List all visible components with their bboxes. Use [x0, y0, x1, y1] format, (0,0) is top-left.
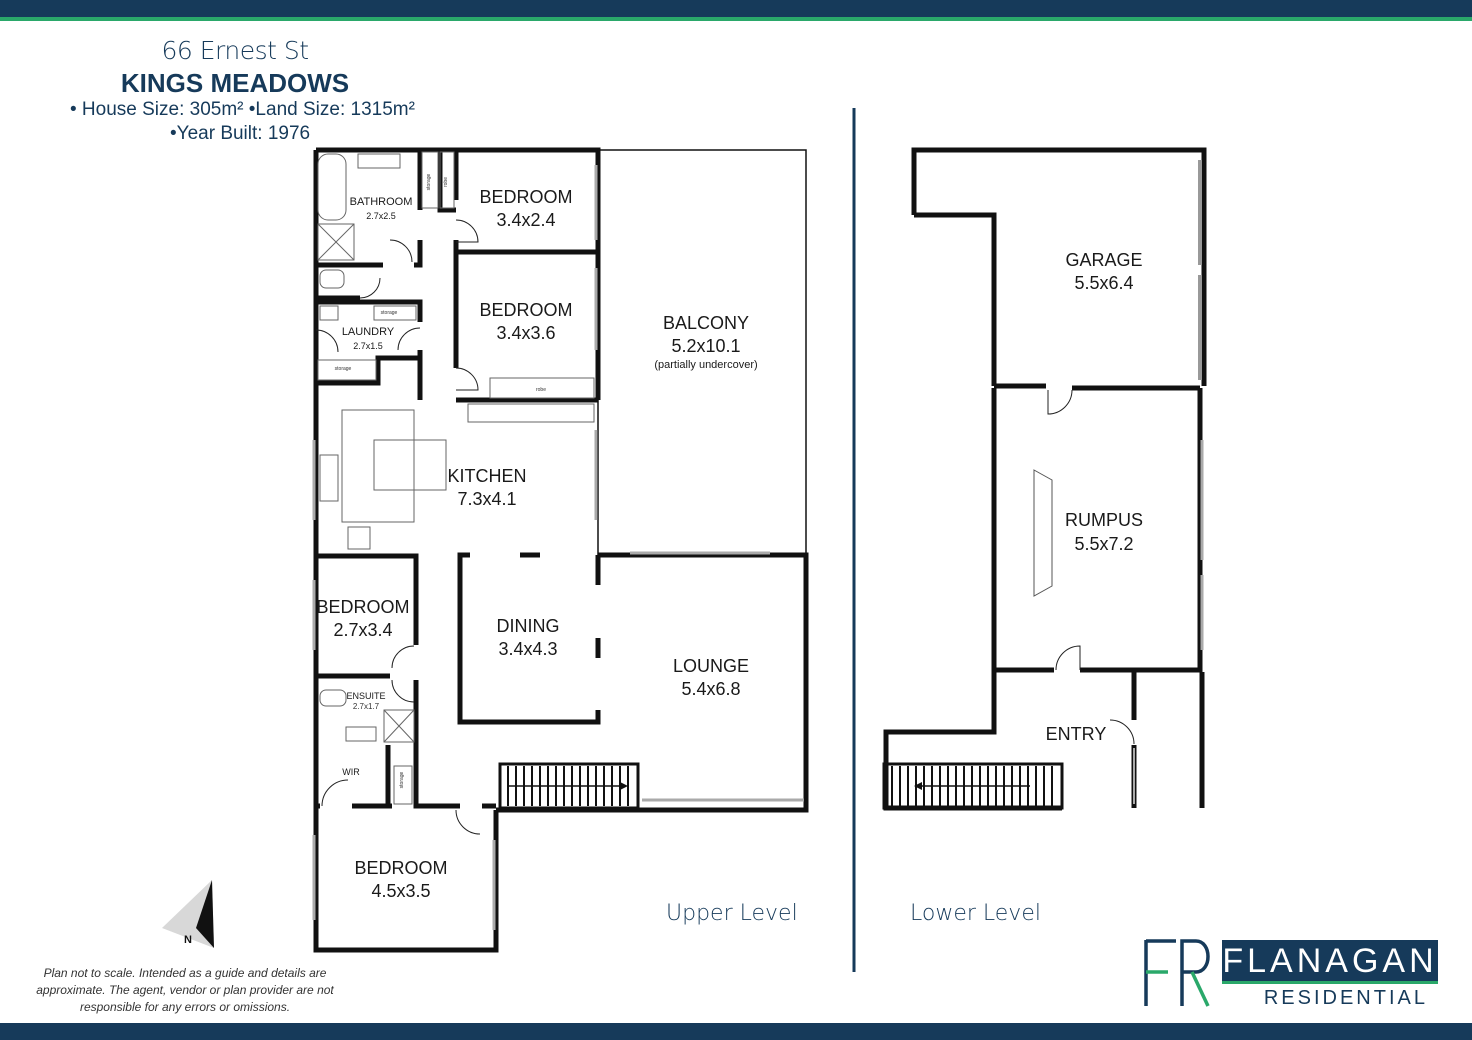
upper-level-doors: [315, 219, 481, 835]
sink-icon: [319, 454, 339, 502]
cooktop-icon: [347, 526, 371, 550]
vanity-icon: [357, 153, 401, 169]
lower-storage-label: storage: [335, 366, 352, 372]
upper-level-labels: BEDROOM 3.4x2.4 BEDROOM 3.4x3.6 BALCONY …: [316, 173, 797, 926]
lower-level-walls: [883, 147, 1207, 811]
logo-company-sub: RESIDENTIAL: [1263, 987, 1428, 1009]
room-name-lounge: LOUNGE: [673, 656, 749, 676]
ensuite-shower-icon: [383, 709, 415, 743]
room-name-laundry: LAUNDRY: [342, 326, 395, 338]
room-size-garage: 5.5x6.4: [1074, 273, 1133, 293]
top-accent-line: [0, 17, 1472, 21]
logo-name-box: [1222, 940, 1438, 982]
room-name-balcony: BALCONY: [663, 313, 749, 333]
room-name-bedroom-4: BEDROOM: [354, 858, 447, 878]
upper-level-fixtures: [312, 151, 804, 930]
lower-stairs: [882, 762, 1064, 810]
balcony-note: (partially undercover): [654, 359, 757, 371]
room-name-entry: ENTRY: [1046, 724, 1107, 744]
room-size-bedroom-4: 4.5x3.5: [371, 881, 430, 901]
bedroom-robe-label: robe: [536, 387, 546, 393]
room-size-lounge: 5.4x6.8: [681, 679, 740, 699]
laundry-storage-label: storage: [381, 310, 398, 316]
disclaimer-text: Plan not to scale. Intended as a guide a…: [36, 966, 334, 1014]
room-name-garage: GARAGE: [1065, 250, 1142, 270]
property-stats: • House Size: 305m² •Land Size: 1315m²: [70, 99, 415, 120]
fr-monogram-logo: [1144, 939, 1210, 1007]
fireplace-icon: [1033, 469, 1053, 597]
room-size-laundry: 2.7x1.5: [353, 341, 383, 351]
room-size-bathroom: 2.7x2.5: [366, 211, 396, 221]
room-name-kitchen: KITCHEN: [447, 466, 526, 486]
room-size-ensuite: 2.7x1.7: [353, 702, 380, 711]
logo-accent-line: [1222, 981, 1438, 984]
room-size-kitchen: 7.3x4.1: [457, 489, 516, 509]
upper-level-label: Upper Level: [666, 901, 798, 926]
room-size-dining: 3.4x4.3: [498, 639, 557, 659]
room-name-wir: WIR: [342, 767, 360, 777]
laundry-tub-icon: [319, 305, 339, 321]
north-label: N: [184, 934, 192, 946]
room-name-bedroom-1: BEDROOM: [479, 187, 572, 207]
stair-arrow-icon: [620, 782, 628, 790]
room-name-ensuite: ENSUITE: [346, 691, 385, 701]
room-name-bedroom-2: BEDROOM: [479, 300, 572, 320]
property-year-built: •Year Built: 1976: [170, 123, 311, 144]
room-size-balcony: 5.2x10.1: [671, 336, 740, 356]
upper-stairs: [498, 762, 640, 810]
property-suburb: KINGS MEADOWS: [120, 68, 350, 98]
bathtub-icon: [317, 153, 347, 221]
bottom-brand-bar: [0, 1023, 1472, 1040]
property-address: 66 Ernest St: [161, 36, 309, 65]
upper-level-walls: [313, 147, 809, 953]
room-name-bathroom: BATHROOM: [350, 196, 413, 208]
room-name-dining: DINING: [497, 616, 560, 636]
room-size-bedroom-1: 3.4x2.4: [496, 210, 555, 230]
north-compass: N: [162, 880, 214, 948]
room-size-rumpus: 5.5x7.2: [1074, 534, 1133, 554]
room-name-bedroom-3: BEDROOM: [316, 597, 409, 617]
top-brand-bar: [0, 0, 1472, 17]
ensuite-toilet-icon: [319, 689, 347, 707]
shower-icon: [317, 223, 355, 261]
logo-company-name: FLANAGAN: [1222, 942, 1438, 980]
lower-stair-arrow-icon: [914, 782, 922, 790]
room-size-bedroom-3: 2.7x3.4: [333, 620, 392, 640]
lower-level-labels: GARAGE 5.5x6.4 RUMPUS 5.5x7.2 ENTRY Lowe…: [910, 250, 1143, 926]
room-size-bedroom-2: 3.4x3.6: [496, 323, 555, 343]
ensuite-vanity-icon: [345, 726, 377, 742]
room-name-rumpus: RUMPUS: [1065, 510, 1143, 530]
robe-storage-label: storage: [426, 173, 432, 190]
wir-storage-label: storage: [399, 771, 405, 788]
robe-label: robe: [443, 177, 449, 187]
lower-level-label: Lower Level: [910, 901, 1041, 926]
toilet-icon: [319, 269, 345, 289]
